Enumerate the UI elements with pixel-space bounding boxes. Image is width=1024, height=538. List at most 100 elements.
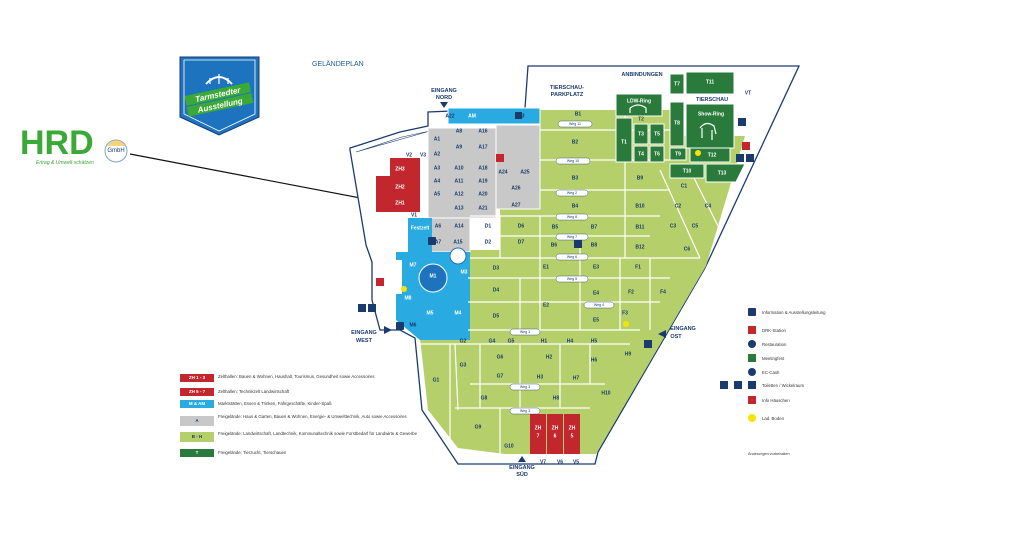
zh3-label: ZH3 <box>395 166 405 172</box>
field-a5: A5 <box>434 191 441 197</box>
svg-text:B6: B6 <box>551 242 558 248</box>
field-a10: A10 <box>454 165 463 171</box>
restaurant-icon <box>748 340 756 348</box>
svg-text:Info Häuschen: Info Häuschen <box>762 398 790 403</box>
svg-text:B2: B2 <box>572 139 579 145</box>
field-a14: A14 <box>454 223 463 229</box>
field-grid <box>420 110 721 454</box>
toilet-icon <box>720 381 728 389</box>
t-area: LDW-Ring Show-Ring T1 T2 T3 T4 T5 T6 T7 … <box>615 71 746 183</box>
t2-label: T2 <box>638 116 644 122</box>
svg-text:E4: E4 <box>593 290 599 296</box>
svg-text:C3: C3 <box>670 223 677 229</box>
svg-text:B12: B12 <box>635 244 644 250</box>
disclaimer: Änderungen vorbehalten <box>748 452 790 456</box>
svg-text:C2: C2 <box>675 203 682 209</box>
info-house-icon <box>748 396 756 404</box>
drk-icon <box>376 278 384 286</box>
svg-text:G10: G10 <box>504 443 514 449</box>
toilet-icon <box>644 340 652 348</box>
svg-text:Weg 7: Weg 7 <box>567 235 577 239</box>
zh2-label: ZH2 <box>395 184 405 190</box>
toilet-icon <box>736 154 744 162</box>
svg-text:H1: H1 <box>541 338 548 344</box>
svg-text:G3: G3 <box>460 362 467 368</box>
entrance-sued[interactable]: EINGANG SÜD <box>509 456 535 478</box>
arrow-left-icon <box>658 330 666 338</box>
t9-label: T9 <box>675 151 681 157</box>
m1-label: M1 <box>430 273 437 279</box>
svg-text:T: T <box>196 450 199 455</box>
svg-text:B3: B3 <box>572 175 579 181</box>
m3-label: M3 <box>461 269 468 275</box>
zh-tents-south: ZH 7 ZH 6 ZH 5 <box>530 414 580 454</box>
m5-label: M5 <box>427 310 434 316</box>
field-a11: A11 <box>455 178 464 184</box>
svg-text:B - H: B - H <box>192 434 203 439</box>
field-a7: A7 <box>435 239 442 245</box>
arrow-up-icon <box>518 456 526 462</box>
map-icons <box>358 112 754 348</box>
field-a17: A17 <box>478 144 487 150</box>
hrd-logo: HRD GmbH Ertrag & Umwelt schätzen <box>20 124 128 166</box>
svg-text:M & AM: M & AM <box>189 401 206 406</box>
svg-text:Meetingfest: Meetingfest <box>762 356 785 361</box>
svg-text:ZH: ZH <box>535 425 542 431</box>
t4-label: T4 <box>638 151 644 157</box>
info-icon <box>748 308 756 316</box>
parkplatz-label-2: PARKPLATZ <box>551 92 584 98</box>
svg-text:Weg 6: Weg 6 <box>567 255 577 259</box>
wheelchair-icon <box>746 154 754 162</box>
field-a18: A18 <box>478 165 487 171</box>
baby-icon <box>748 381 756 389</box>
d-field-labels: D1 D2 D3 D4 D5 D6 D7 <box>485 223 525 319</box>
svg-text:H5: H5 <box>591 338 598 344</box>
field-a16: A16 <box>478 128 487 134</box>
svg-text:E1: E1 <box>543 264 549 270</box>
e-field-labels: E1 E2 E3 E4 E5 <box>543 264 599 323</box>
info-house-icon <box>496 154 504 162</box>
svg-text:H2: H2 <box>546 354 553 360</box>
horse-icon <box>699 122 717 140</box>
zh1-label: ZH1 <box>395 200 405 206</box>
field-a20: A20 <box>478 191 487 197</box>
toilet-icon <box>574 240 582 248</box>
entrance-ost[interactable]: EINGANG OST <box>658 326 696 340</box>
field-a25: A25 <box>520 169 529 175</box>
b-field-labels: B1 B2 B3 B4 B5 B6 B7 B8 B9 B10 B11 B12 <box>551 111 645 250</box>
t10-label: T10 <box>683 168 692 174</box>
h-field-labels: H1 H2 H3 H4 H5 H6 H7 H8 H9 H10 <box>537 338 632 401</box>
m7-label: M7 <box>410 262 417 268</box>
field-a9: A9 <box>456 144 463 150</box>
v-labels: V1 V2 V3 V5 V6 V7 VT <box>406 90 751 465</box>
arrow-right-icon <box>384 326 392 334</box>
area-a <box>427 127 497 219</box>
entrance-nord[interactable]: EINGANG NORD <box>431 88 457 108</box>
svg-text:V2: V2 <box>406 152 412 158</box>
svg-text:Weg 3: Weg 3 <box>520 409 530 413</box>
svg-text:G6: G6 <box>497 354 504 360</box>
hrd-slogan: Ertrag & Umwelt schätzen <box>36 160 94 166</box>
t8-label: T8 <box>674 120 680 126</box>
svg-text:Freigelände: Landwirtschaft, L: Freigelände: Landwirtschaft, Landtechnik… <box>218 431 418 436</box>
m-area: Festzelt M1 M3 M4 M5 M6 M7 M8 <box>382 218 470 340</box>
svg-text:E3: E3 <box>593 264 599 270</box>
svg-text:V5: V5 <box>573 459 579 465</box>
entrance-west[interactable]: EINGANG WEST <box>351 326 392 344</box>
svg-text:D4: D4 <box>493 287 500 293</box>
field-a2: A2 <box>434 151 441 157</box>
svg-text:NORD: NORD <box>436 95 452 101</box>
svg-text:D2: D2 <box>485 239 492 245</box>
svg-text:H9: H9 <box>625 351 632 357</box>
svg-text:F4: F4 <box>660 289 666 295</box>
anbindungen-label: ANBINDUNGEN <box>621 72 662 78</box>
svg-text:ZH: ZH <box>569 425 576 431</box>
svg-text:H8: H8 <box>553 395 560 401</box>
svg-text:ZH: ZH <box>552 425 559 431</box>
svg-text:B9: B9 <box>637 175 644 181</box>
legend-right: Information & Ausstellungsleitung DRK-St… <box>720 308 826 456</box>
field-a3: A3 <box>434 165 441 171</box>
svg-text:G5: G5 <box>508 338 515 344</box>
svg-text:Marktstätten, Essen & Trinken,: Marktstätten, Essen & Trinken, Fahrgesch… <box>218 401 332 406</box>
svg-text:C4: C4 <box>705 203 712 209</box>
